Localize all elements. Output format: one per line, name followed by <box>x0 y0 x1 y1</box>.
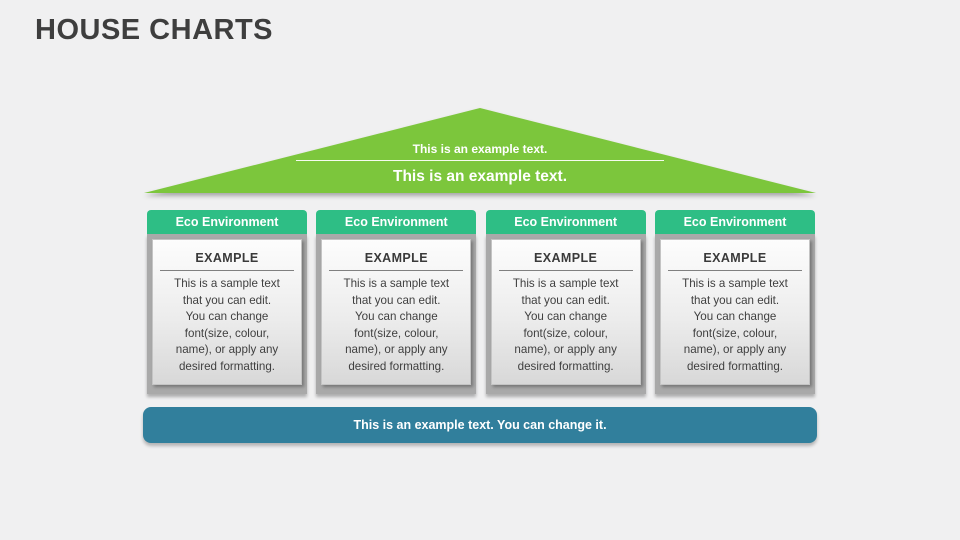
pillar-1-card-divider <box>160 270 294 271</box>
roof-text-top: This is an example text. <box>412 142 548 156</box>
pillar-1-body: EXAMPLE This is a sample text that you c… <box>147 234 307 394</box>
pillar-2-header: Eco Environment <box>316 210 477 234</box>
pillar-2-card-divider <box>329 270 464 271</box>
pillar-3-card: EXAMPLE This is a sample text that you c… <box>490 239 641 385</box>
roof-divider <box>296 160 664 161</box>
pillar-2-body: EXAMPLE This is a sample text that you c… <box>316 234 477 394</box>
pillar-4-card-text: This is a sample text that you can edit.… <box>682 277 788 373</box>
pillar-3-header: Eco Environment <box>485 210 646 234</box>
pillar-3-card-title: EXAMPLE <box>534 251 598 265</box>
pillar-3-card-text: This is a sample text that you can edit.… <box>512 277 619 373</box>
pillar-4-card: EXAMPLE This is a sample text that you c… <box>659 239 810 385</box>
pillar-2-card: EXAMPLE This is a sample text that you c… <box>321 239 472 385</box>
pillar-3-card-divider <box>498 270 633 271</box>
pillar-1: Eco Environment EXAMPLE This is a sample… <box>147 210 307 394</box>
pillar-4-card-divider <box>667 270 802 271</box>
pillar-1-card-text: This is a sample text that you can edit.… <box>174 277 280 373</box>
pillar-3: Eco Environment EXAMPLE This is a sample… <box>485 210 646 394</box>
house-roof: This is an example text. This is an exam… <box>144 108 816 193</box>
pillar-4-header: Eco Environment <box>654 210 815 234</box>
pillar-1-header: Eco Environment <box>147 210 307 234</box>
pillar-1-card: EXAMPLE This is a sample text that you c… <box>152 239 302 385</box>
page-title: HOUSE CHARTS <box>35 14 274 46</box>
house-pillars: Eco Environment EXAMPLE This is a sample… <box>147 210 815 394</box>
pillar-2: Eco Environment EXAMPLE This is a sample… <box>316 210 477 394</box>
roof-text-bottom: This is an example text. <box>392 168 567 185</box>
pillar-2-card-text: This is a sample text that you can edit.… <box>343 277 450 373</box>
pillar-4: Eco Environment EXAMPLE This is a sample… <box>654 210 815 394</box>
house-base-banner: This is an example text. You can change … <box>143 407 817 443</box>
pillar-2-card-title: EXAMPLE <box>364 251 428 265</box>
pillar-3-body: EXAMPLE This is a sample text that you c… <box>485 234 646 394</box>
pillar-4-body: EXAMPLE This is a sample text that you c… <box>654 234 815 394</box>
pillar-1-card-title: EXAMPLE <box>195 251 259 265</box>
pillar-4-card-title: EXAMPLE <box>703 251 767 265</box>
